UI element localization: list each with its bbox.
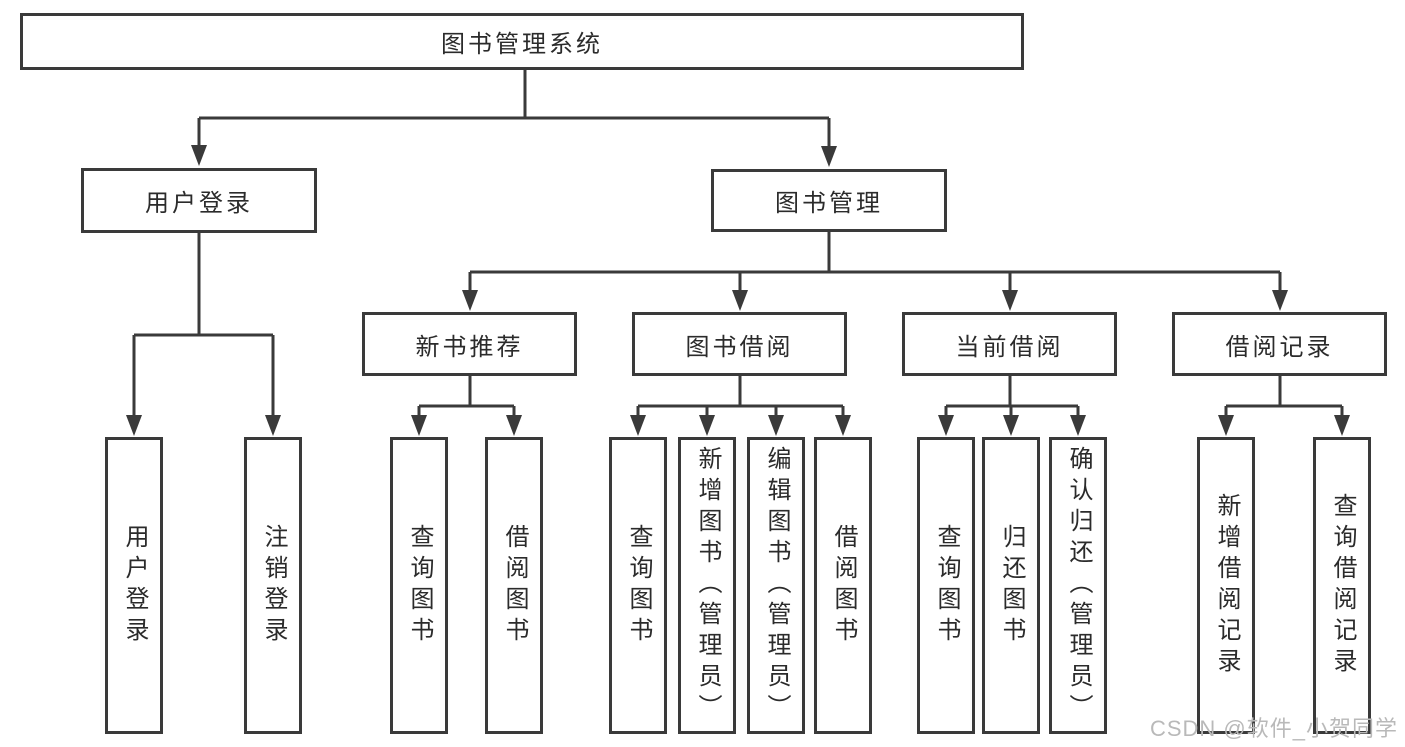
leaf-borrow-books-borrowing: 借阅图书 <box>814 437 872 734</box>
node-user-login: 用户登录 <box>81 168 317 233</box>
leaf-user-login: 用户登录 <box>105 437 163 734</box>
leaf-edit-book-admin: 编辑图书（管理员） <box>747 437 805 734</box>
leaf-edit-book-admin-label: 编辑图书（管理员） <box>763 446 790 725</box>
leaf-confirm-return-admin-label: 确认归还（管理员） <box>1065 446 1092 725</box>
node-library-system: 图书管理系统 <box>20 13 1024 70</box>
leaf-borrow-books-recommend: 借阅图书 <box>485 437 543 734</box>
leaf-logout: 注销登录 <box>244 437 302 734</box>
leaf-borrow-books-borrowing-label: 借阅图书 <box>830 523 857 648</box>
leaf-add-borrow-record-label: 新增借阅记录 <box>1213 492 1240 679</box>
node-borrowing-records: 借阅记录 <box>1172 312 1387 376</box>
csdn-watermark: CSDN @软件_小贺同学 <box>1149 716 1398 741</box>
leaf-query-books-current: 查询图书 <box>917 437 975 734</box>
leaf-add-book-admin: 新增图书（管理员） <box>678 437 736 734</box>
node-current-borrowing: 当前借阅 <box>902 312 1117 376</box>
node-book-management: 图书管理 <box>711 169 947 232</box>
leaf-add-borrow-record: 新增借阅记录 <box>1197 437 1255 734</box>
leaf-query-books-current-label: 查询图书 <box>933 523 960 648</box>
leaf-return-books-label: 归还图书 <box>998 523 1025 648</box>
leaf-query-books-borrowing: 查询图书 <box>609 437 667 734</box>
leaf-borrow-books-recommend-label: 借阅图书 <box>501 523 528 648</box>
leaf-confirm-return-admin: 确认归还（管理员） <box>1049 437 1107 734</box>
leaf-return-books: 归还图书 <box>982 437 1040 734</box>
leaf-query-books-borrowing-label: 查询图书 <box>625 523 652 648</box>
leaf-user-login-label: 用户登录 <box>121 523 148 648</box>
leaf-query-borrow-record-label: 查询借阅记录 <box>1329 492 1356 679</box>
leaf-query-borrow-record: 查询借阅记录 <box>1313 437 1371 734</box>
leaf-logout-label: 注销登录 <box>260 523 287 648</box>
leaf-add-book-admin-label: 新增图书（管理员） <box>694 446 721 725</box>
node-book-borrowing: 图书借阅 <box>632 312 847 376</box>
leaf-query-books-recommend: 查询图书 <box>390 437 448 734</box>
node-new-book-recommend: 新书推荐 <box>362 312 577 376</box>
leaf-query-books-recommend-label: 查询图书 <box>406 523 433 648</box>
